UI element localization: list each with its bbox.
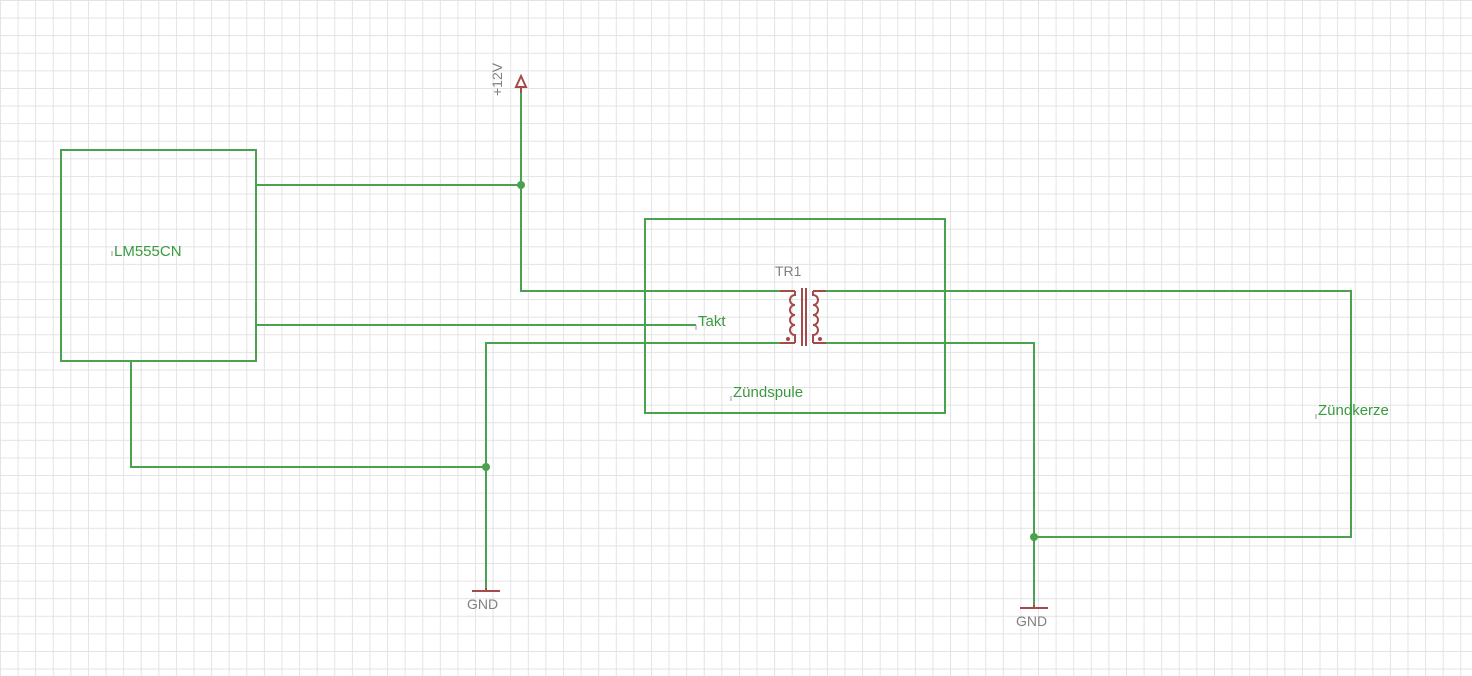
lm555-box[interactable] [60, 149, 257, 362]
wire-lm555-gnd[interactable] [130, 361, 486, 468]
gnd-left-label: GND [467, 596, 498, 612]
transformer-symbol-icon[interactable] [780, 288, 826, 346]
junction-gnd-right [1030, 533, 1038, 541]
supply-12v-label: +12V [489, 62, 505, 96]
supply-12v-icon [514, 73, 528, 88]
transformer-label: Zündspule [733, 384, 803, 401]
junction-12v [517, 181, 525, 189]
sparkplug-label: Zündkerze [1318, 402, 1389, 419]
wire-12v-to-primary[interactable] [520, 93, 780, 292]
lm555-label: LM555CN [114, 243, 182, 260]
gnd-right-label: GND [1016, 613, 1047, 629]
wire-primary-to-gnd[interactable] [485, 342, 780, 588]
junction-gnd-left [482, 463, 490, 471]
wire-secondary-to-plug[interactable] [826, 290, 1352, 430]
wire-secondary-to-gnd[interactable] [826, 342, 1035, 608]
takt-net-label: Takt [698, 313, 726, 330]
wire-plug-return[interactable] [1034, 430, 1352, 538]
transformer-box[interactable] [644, 218, 946, 414]
transformer-ref: TR1 [775, 263, 802, 279]
